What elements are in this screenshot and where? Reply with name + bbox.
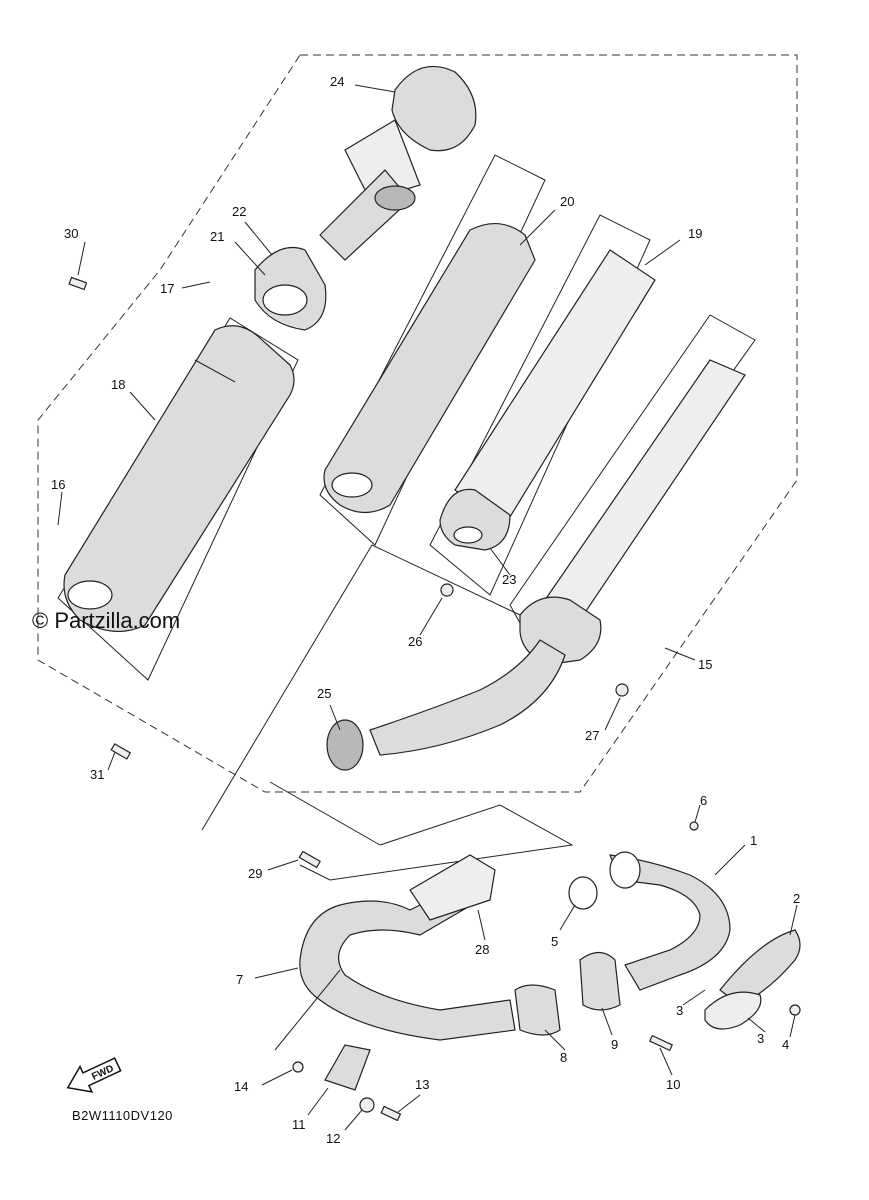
bolt-31 (110, 743, 132, 760)
bolt-10 (648, 1034, 674, 1052)
callout-15: 15 (698, 657, 712, 672)
exhaust-pipe-with-tube (326, 359, 746, 771)
callout-14: 14 (234, 1079, 248, 1094)
bolt-14 (292, 1061, 304, 1073)
callout-16: 16 (51, 477, 65, 492)
inner-tube-part (439, 249, 656, 551)
callout-25: 25 (317, 686, 331, 701)
callout-19: 19 (688, 226, 702, 241)
callout-23: 23 (502, 572, 516, 587)
callout-1: 1 (750, 833, 757, 848)
callout-10: 10 (666, 1077, 680, 1092)
callout-11: 11 (292, 1117, 306, 1132)
callout-22: 22 (232, 204, 246, 219)
callout-8: 8 (560, 1050, 567, 1065)
callout-30: 30 (64, 226, 78, 241)
frame-inner-muffler (319, 154, 546, 546)
callout-21: 21 (210, 229, 224, 244)
bracket-part (409, 854, 496, 921)
bolt-27 (615, 683, 629, 697)
frame-link-bottom (269, 781, 574, 881)
diagram-code: B2W1110DV120 (72, 1108, 173, 1123)
callout-6: 6 (700, 793, 707, 808)
gasket-ring (568, 876, 598, 910)
callout-7: 7 (236, 972, 243, 987)
bolt-26 (440, 583, 454, 597)
callout-31: 31 (90, 767, 104, 782)
exhaust-pipe-1 (609, 851, 731, 991)
callout-29: 29 (248, 866, 262, 881)
callout-20: 20 (560, 194, 574, 209)
watermark: © Partzilla.com (32, 608, 180, 633)
exhaust-pipe-2 (299, 879, 516, 1041)
end-cap-part (319, 65, 477, 261)
callout-9: 9 (611, 1037, 618, 1052)
callout-3b: 3 (757, 1031, 764, 1046)
outer-muffler-body (63, 325, 295, 633)
protector-part (719, 929, 801, 1006)
frame-link-bolts (201, 544, 521, 831)
callout-28: 28 (475, 942, 489, 957)
callout-24: 24 (330, 74, 344, 89)
bolt-6 (689, 821, 699, 831)
callout-26: 26 (408, 634, 422, 649)
callout-18: 18 (111, 377, 125, 392)
muffler-assembly-boundary (37, 54, 798, 793)
callout-12: 12 (326, 1131, 340, 1146)
frame-inner-tube (429, 214, 651, 596)
callout-numbers: 1 2 3 3 4 5 6 7 8 9 10 11 12 13 14 15 16… (51, 74, 800, 1146)
nut-12 (359, 1097, 375, 1113)
gasket-plate (704, 991, 762, 1030)
callout-27: 27 (585, 728, 599, 743)
joint-pipe (514, 984, 561, 1036)
clamp-part (324, 1044, 371, 1091)
bolt-4 (789, 1004, 801, 1016)
bolt-30 (68, 276, 88, 291)
callout-5: 5 (551, 934, 558, 949)
flange-part (579, 951, 621, 1011)
callout-4: 4 (782, 1037, 789, 1052)
fwd-arrow-icon: FWD (66, 1057, 122, 1093)
callout-13: 13 (415, 1077, 429, 1092)
muffler-cap-part (254, 246, 327, 331)
leader-lines (57, 84, 798, 1131)
bolt-29 (298, 850, 321, 869)
callout-2: 2 (793, 891, 800, 906)
bolt-13 (380, 1105, 402, 1122)
callout-3a: 3 (676, 1003, 683, 1018)
callout-17: 17 (160, 281, 174, 296)
inner-muffler-body (323, 223, 536, 514)
